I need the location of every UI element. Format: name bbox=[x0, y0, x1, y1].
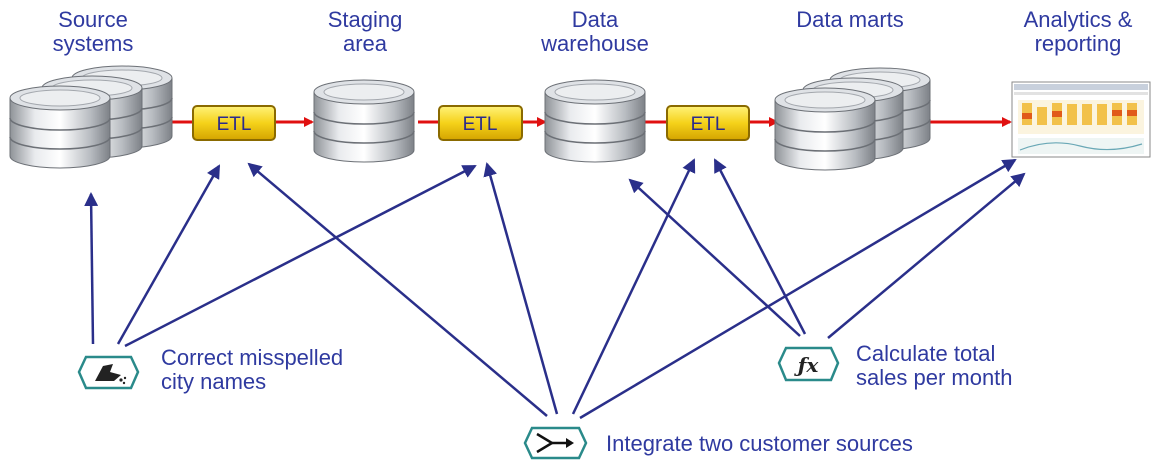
stage-label-data-marts: Data marts bbox=[796, 7, 904, 32]
note-correct-misspelled-city-names: Correct misspelled city names bbox=[161, 345, 344, 394]
etl-box-3: ETL bbox=[666, 105, 750, 141]
note-integrate-customer-sources: Integrate two customer sources bbox=[606, 431, 913, 456]
cleanse-icon bbox=[77, 355, 140, 390]
database-icon-data-warehouse bbox=[544, 79, 646, 163]
stage-label-staging-area: Staging area bbox=[327, 7, 403, 56]
etl-label-3: ETL bbox=[691, 114, 726, 135]
stage-label-source-systems: Source systems bbox=[52, 7, 134, 56]
svg-text:ƒx: ƒx bbox=[794, 353, 820, 377]
database-icon-data-marts bbox=[774, 67, 931, 171]
etl-label-2: ETL bbox=[463, 114, 498, 135]
stage-label-data-warehouse: Data warehouse bbox=[541, 7, 649, 56]
note-calculate-total-sales: Calculate total sales per month bbox=[856, 341, 1013, 390]
merge-icon bbox=[523, 426, 588, 460]
database-icon-source-systems bbox=[9, 65, 173, 169]
etl-label-1: ETL bbox=[217, 114, 252, 135]
etl-box-2: ETL bbox=[438, 105, 523, 141]
link-arrows bbox=[84, 158, 1026, 420]
database-icon-staging-area bbox=[313, 79, 415, 163]
function-fx-icon: ƒx bbox=[777, 346, 840, 382]
stage-label-analytics-reporting: Analytics & reporting bbox=[1023, 7, 1133, 56]
etl-box-1: ETL bbox=[192, 105, 276, 141]
report-thumbnail-icon bbox=[1011, 81, 1151, 158]
